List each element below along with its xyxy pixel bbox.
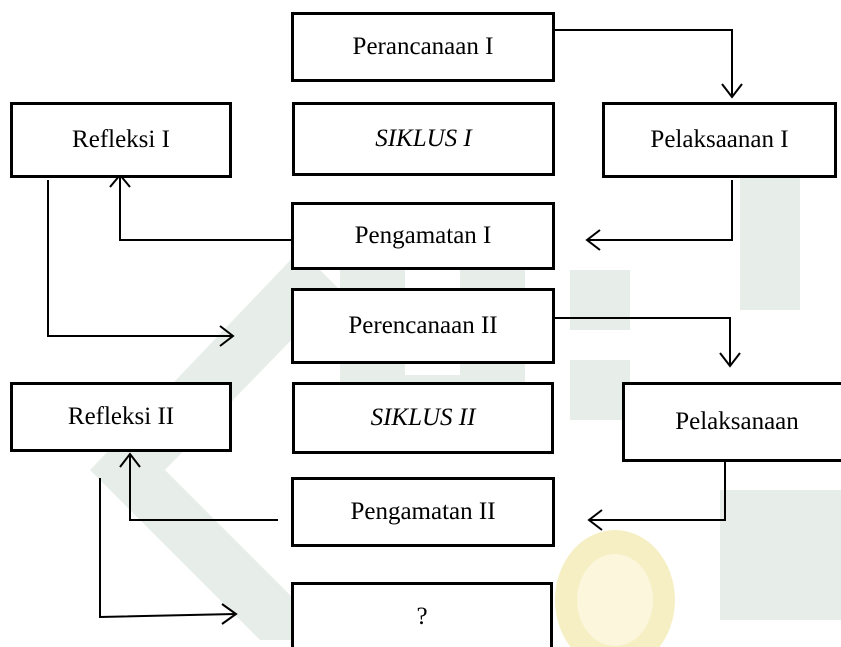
cycle1-label-box: SIKLUS I xyxy=(292,102,555,176)
plan2-box: Perencanaan II xyxy=(291,288,555,364)
arrow-reflect1-to-plan2 xyxy=(47,180,232,337)
cycle2-label-box: SIKLUS II xyxy=(292,382,554,454)
observe1-box: Pengamatan I xyxy=(291,202,555,270)
arrow-action2-to-observe2 xyxy=(590,462,726,521)
arrow-reflect2-to-next xyxy=(99,478,236,619)
arrow-observe2-to-reflect2 xyxy=(129,455,278,521)
arrow-observe1-to-reflect1 xyxy=(119,176,292,241)
next-cycle-box: ? xyxy=(291,582,553,647)
reflect2-box: Refleksi II xyxy=(10,382,232,452)
action2-box: Pelaksanaan xyxy=(622,382,841,462)
observe2-box: Pengamatan II xyxy=(291,477,555,547)
arrow-plan1-to-action1 xyxy=(555,29,733,95)
action1-box: Pelaksaanan I xyxy=(602,102,837,178)
plan1-box: Perancanaan I xyxy=(291,12,555,82)
arrow-action1-to-observe1 xyxy=(588,180,733,241)
reflect1-box: Refleksi I xyxy=(10,102,232,178)
arrow-plan2-to-action2 xyxy=(555,317,731,365)
